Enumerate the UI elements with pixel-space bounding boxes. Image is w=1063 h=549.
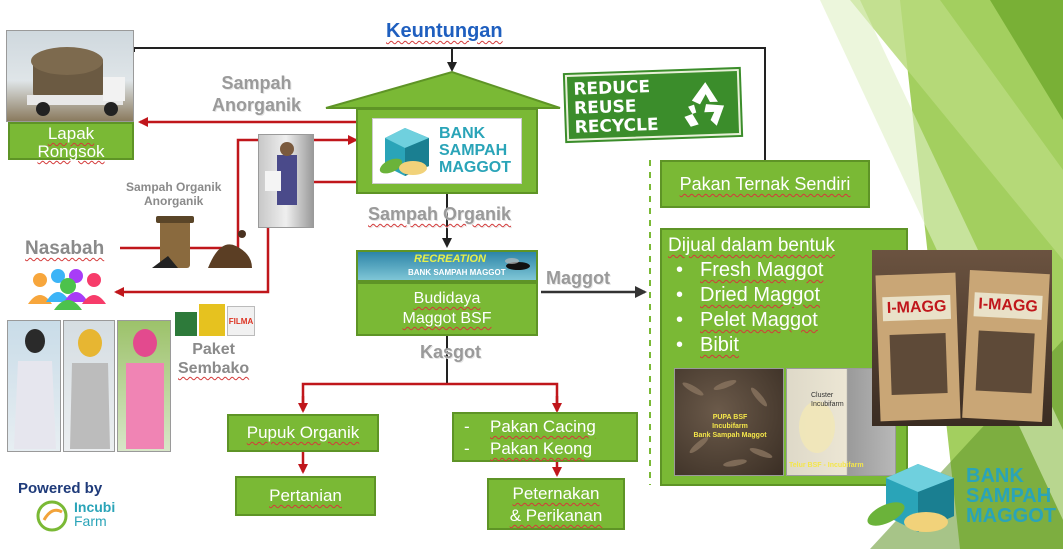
pakan-keong-text: Pakan Keong bbox=[490, 439, 593, 458]
sampah-anorganik-label: Sampah Anorganik bbox=[212, 72, 301, 116]
nasabah-label: Nasabah bbox=[25, 238, 105, 259]
soa-line1: Sampah Organik bbox=[126, 180, 222, 194]
egg-cluster-icon bbox=[799, 401, 835, 453]
cluster-label-2: Incubifarm bbox=[811, 401, 844, 408]
people-group-icon bbox=[28, 269, 106, 310]
person-weighing-icon bbox=[265, 142, 297, 205]
bank-sampah-maggot-logo: BANK SAMPAH MAGGOT bbox=[372, 118, 522, 184]
sembako-products: FILMA bbox=[175, 302, 255, 338]
powered-by-label: Powered by bbox=[18, 480, 103, 497]
paket-sembako-label: Paket Sembako bbox=[178, 340, 249, 378]
product-bag-left: I-MAGG bbox=[875, 272, 961, 422]
budidaya-maggot-box: Budidaya Maggot BSF bbox=[356, 282, 538, 336]
incubi-farm-icon bbox=[36, 500, 68, 532]
pupa-photo: PUPA BSF Incubifarm Bank Sampah Maggot bbox=[674, 368, 784, 476]
cluster-label-1: Cluster bbox=[811, 392, 834, 399]
pertanian-box: Pertanian bbox=[235, 476, 376, 516]
weighing-photo bbox=[258, 134, 314, 228]
dijual-item: Pelet Maggot bbox=[668, 308, 900, 333]
bsf-banner: RECREATION BANK SAMPAH MAGGOT bbox=[356, 250, 538, 282]
peternakan-line1: Peternakan bbox=[512, 484, 600, 503]
soa-line2: Anorganik bbox=[144, 194, 204, 208]
logo-center-line3: MAGGOT bbox=[439, 159, 511, 176]
truck-icon bbox=[27, 47, 125, 116]
corner-cube-leaf-icon bbox=[867, 464, 954, 532]
sampah-anorganik-line2: Anorganik bbox=[212, 95, 302, 115]
dijual-item: Bibit bbox=[668, 333, 900, 358]
sampah-organik-label: Sampah Organik bbox=[368, 204, 512, 224]
peternakan-box: Peternakan & Perikanan bbox=[487, 478, 625, 530]
logo-center-line1: BANK bbox=[439, 125, 486, 142]
dijual-item-text: Dried Maggot bbox=[700, 284, 821, 306]
incubi-farm-label: Incubi Farm bbox=[74, 500, 115, 528]
truck-photo bbox=[6, 30, 134, 122]
recycle-icon bbox=[684, 82, 725, 127]
dijual-item: Dried Maggot bbox=[668, 283, 900, 308]
corner-logo-line3: MAGGOT bbox=[966, 505, 1056, 527]
reduce-reuse-recycle-sign: REDUCE REUSE RECYCLE bbox=[564, 68, 742, 142]
sampah-anorganik-line1: Sampah bbox=[221, 73, 292, 93]
product-photo: I-MAGG I-MAGG bbox=[872, 250, 1052, 426]
trash-bin-icon bbox=[152, 216, 252, 268]
bsf-banner-sub: BANK SAMPAH MAGGOT bbox=[408, 268, 506, 277]
woman-figure-icon bbox=[14, 329, 56, 449]
incubi-line2: Farm bbox=[74, 513, 107, 529]
kasgot-label: Kasgot bbox=[420, 342, 482, 362]
woman-figure-icon bbox=[126, 329, 164, 449]
pakan-ternak-box: Pakan Ternak Sendiri bbox=[660, 160, 870, 208]
paket-line2: Sembako bbox=[178, 360, 250, 377]
pupuk-organik-text: Pupuk Organik bbox=[246, 423, 360, 442]
dijual-item-text: Pelet Maggot bbox=[700, 309, 818, 331]
nasabah-photo-1 bbox=[7, 320, 61, 452]
pakan-ternak-text: Pakan Ternak Sendiri bbox=[679, 174, 851, 194]
dijual-item-text: Fresh Maggot bbox=[700, 259, 824, 281]
pupa-label-1: PUPA BSF bbox=[712, 414, 748, 421]
pakan-cacing-text: Pakan Cacing bbox=[490, 417, 596, 436]
lapak-rongsok-box: Lapak Rongsok bbox=[8, 122, 134, 161]
pupuk-organik-box: Pupuk Organik bbox=[227, 414, 379, 452]
maggot-label: Maggot bbox=[546, 268, 610, 288]
dijual-list: Fresh Maggot Dried Maggot Pelet Maggot B… bbox=[668, 258, 900, 358]
product-label-right: I-MAGG bbox=[973, 292, 1043, 320]
keuntungan-label: Keuntungan bbox=[386, 20, 503, 42]
lapak-rongsok-line1: Lapak bbox=[47, 124, 95, 143]
pertanian-text: Pertanian bbox=[269, 486, 342, 505]
lapak-rongsok-line2: Rongsok bbox=[37, 142, 105, 161]
pakan-dash-2: - bbox=[464, 439, 470, 458]
pupa-label-2: Incubifarm bbox=[712, 423, 748, 430]
budidaya-line1: Budidaya bbox=[413, 290, 481, 307]
recycle-text: RECYCLE bbox=[574, 114, 659, 138]
cube-leaf-icon bbox=[379, 128, 429, 176]
dijual-item: Fresh Maggot bbox=[668, 258, 900, 283]
nasabah-photo-2 bbox=[63, 320, 115, 452]
telur-label: Telur BSF - Incubifarm bbox=[789, 462, 864, 469]
budidaya-line2: Maggot BSF bbox=[402, 310, 492, 327]
incubi-line1: Incubi bbox=[74, 499, 116, 515]
product-label-left: I-MAGG bbox=[882, 294, 952, 322]
pakan-box: - Pakan Cacing - Pakan Keong bbox=[452, 412, 638, 462]
sembako-filma-label: FILMA bbox=[227, 306, 255, 336]
peternakan-line2: & Perikanan bbox=[509, 506, 603, 525]
product-bag-right: I-MAGG bbox=[962, 270, 1050, 422]
dijual-title: Dijual dalam bentuk bbox=[668, 235, 835, 256]
sampah-organik-anorganik-label: Sampah Organik Anorganik bbox=[126, 180, 221, 208]
dijual-item-text: Bibit bbox=[700, 334, 739, 356]
corner-logo-line2: SAMPAH bbox=[966, 485, 1052, 507]
corner-logo-text: BANK SAMPAH MAGGOT bbox=[966, 466, 1056, 526]
pupa-label-3: Bank Sampah Maggot bbox=[693, 432, 767, 439]
nasabah-photo-3 bbox=[117, 320, 171, 452]
logo-center-line2: SAMPAH bbox=[439, 142, 508, 159]
pupa-texture bbox=[682, 380, 773, 467]
pakan-dash-1: - bbox=[464, 417, 470, 436]
woman-figure-icon bbox=[70, 329, 110, 449]
paket-line1: Paket bbox=[192, 341, 235, 358]
corner-logo-line1: BANK bbox=[966, 465, 1024, 487]
bsf-banner-title: RECREATION bbox=[414, 253, 486, 265]
fly-icon bbox=[505, 258, 530, 270]
